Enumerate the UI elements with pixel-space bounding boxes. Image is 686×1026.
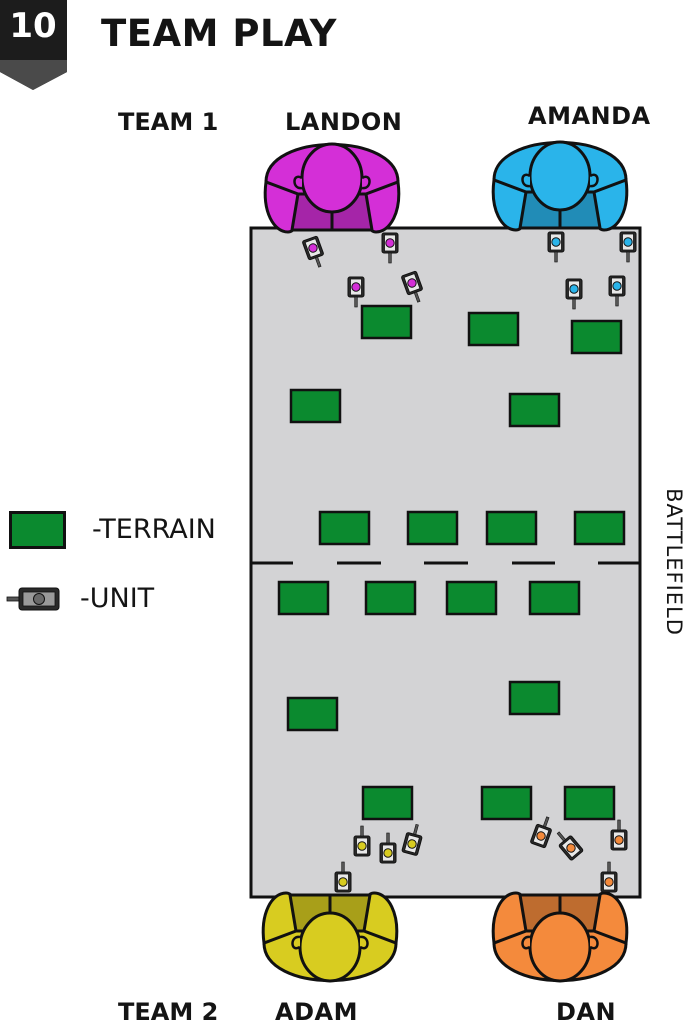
tank-icon	[347, 276, 365, 308]
terrain-block	[277, 580, 330, 616]
terrain-layer	[277, 304, 626, 821]
terrain-block	[286, 696, 339, 732]
tank-icon	[334, 861, 352, 893]
tank-icon	[530, 816, 552, 849]
tank-icon	[401, 823, 423, 856]
terrain-block	[289, 388, 342, 424]
legend-terrain-swatch	[9, 511, 66, 549]
tank-icon	[610, 819, 628, 851]
terrain-block	[467, 311, 520, 347]
step-badge	[0, 0, 67, 90]
legend-unit-label: -UNIT	[80, 583, 155, 614]
player-name-amanda: AMANDA	[528, 102, 651, 130]
tank-icon	[547, 231, 565, 263]
terrain-block	[570, 319, 623, 355]
team2-label: TEAM 2	[118, 998, 219, 1026]
terrain-block	[573, 510, 626, 546]
terrain-block	[445, 580, 498, 616]
terrain-block	[360, 304, 413, 340]
player-name-landon: LANDON	[285, 108, 403, 136]
page-title: TEAM PLAY	[101, 12, 337, 55]
tank-icon	[302, 235, 324, 268]
terrain-block	[563, 785, 616, 821]
tank-icon	[600, 861, 618, 893]
terrain-block	[528, 580, 581, 616]
tank-icon	[619, 231, 637, 263]
tank-icon	[556, 831, 584, 861]
player-layer	[261, 140, 629, 983]
terrain-block	[318, 510, 371, 546]
terrain-block	[364, 580, 417, 616]
tank-icon	[565, 278, 583, 310]
terrain-block	[508, 392, 561, 428]
step-number: 10	[9, 6, 57, 46]
legend-tank-icon	[6, 587, 60, 611]
team1-label: TEAM 1	[118, 108, 219, 136]
legend-terrain-label: -TERRAIN	[92, 514, 216, 545]
tank-icon	[353, 825, 371, 857]
tank-icon	[381, 232, 399, 264]
terrain-block	[480, 785, 533, 821]
tank-icon	[401, 270, 423, 303]
tank-icon	[379, 832, 397, 864]
tank-icon	[608, 275, 626, 307]
player-figure-adam	[261, 891, 399, 983]
terrain-block	[361, 785, 414, 821]
terrain-block	[406, 510, 459, 546]
player-figure-dan	[491, 891, 629, 983]
player-name-adam: ADAM	[275, 998, 358, 1026]
unit-layer	[302, 231, 637, 893]
terrain-block	[508, 680, 561, 716]
player-name-dan: DAN	[556, 998, 617, 1026]
player-figure-landon	[263, 142, 401, 234]
battlefield-label: BATTLEFIELD	[662, 488, 686, 636]
terrain-block	[485, 510, 538, 546]
player-figure-amanda	[491, 140, 629, 232]
